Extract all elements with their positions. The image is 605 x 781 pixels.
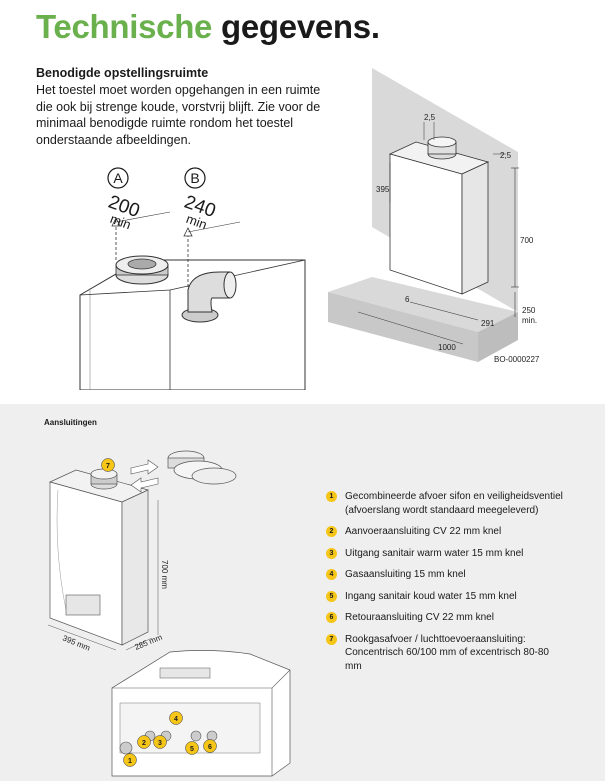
dim-side-gap: 2,5: [500, 151, 512, 160]
label-a: A: [113, 170, 123, 186]
legend-item: 7 Rookgasafvoer / luchttoevoeraansluiting…: [326, 633, 566, 674]
flue-a-icon: [115, 255, 169, 285]
legend-badge-2: 2: [326, 526, 337, 537]
callout-2: 2: [142, 740, 146, 747]
callout-4: 4: [174, 716, 178, 723]
legend-badge-5: 5: [326, 590, 337, 602]
legend-badge-7: 7: [326, 633, 337, 645]
connections-title: Aansluitingen: [44, 418, 97, 427]
page-title: Technische gegevens.: [36, 8, 380, 46]
dim-below-height-unit: min.: [522, 316, 537, 325]
legend-item: 6 Retouraansluiting CV 22 mm knel: [326, 611, 566, 625]
title-part-2: gegevens.: [221, 8, 380, 45]
legend-badge-3: 3: [326, 547, 337, 559]
legend-item: 5 Ingang sanitair koud water 15 mm knel: [326, 590, 566, 604]
callout-6: 6: [208, 744, 212, 751]
legend-text-6: Retouraansluiting CV 22 mm knel: [345, 612, 494, 623]
legend-text-5: Ingang sanitair koud water 15 mm knel: [345, 590, 517, 602]
legend-badge-6: 6: [326, 612, 337, 623]
clearance-diagram: A B 200 min 240 min: [79, 167, 306, 390]
callout-3: 3: [158, 740, 162, 747]
intro-paragraph: Het toestel moet worden opgehangen in ee…: [36, 83, 321, 147]
flue-adapter-icon: [167, 450, 237, 485]
legend-text-7: Rookgasafvoer / luchttoevoeraansluiting:…: [345, 633, 549, 672]
dim-below-height: 250: [522, 306, 536, 315]
legend-text-2: Aanvoeraansluiting CV 22 mm knel: [345, 526, 502, 537]
connections-legend: 1 Gecombineerde afvoer sifon en veilighei…: [326, 490, 566, 681]
callout-1: 1: [128, 758, 132, 765]
dim-floor-width: 1000: [438, 343, 456, 352]
dim-depth: 395: [376, 185, 390, 194]
dim-below-depth: 291: [481, 319, 495, 328]
flue-b-icon: [181, 271, 237, 323]
boiler-connections-diagram: 7 700 mm 395 mm 285 mm: [47, 450, 237, 653]
section-heading: Benodigde opstellingsruimte: [36, 66, 209, 80]
dim-height-mm: 700 mm: [160, 560, 169, 589]
label-b: B: [190, 170, 199, 186]
dim-top-gap: 2,5: [424, 113, 436, 122]
dim-width-mm: 395 mm: [61, 634, 91, 653]
arrow-left-icon: [130, 477, 159, 493]
legend-text-3: Uitgang sanitair warm water 15 mm knel: [345, 547, 524, 559]
clearance-b-unit: min: [184, 211, 209, 232]
callout-5: 5: [190, 746, 194, 753]
boiler-bottom-connections-diagram: 1 2 3 4 5 6: [111, 650, 291, 777]
arrow-right-icon: [130, 459, 159, 475]
drawing-reference: BO-0000227: [494, 355, 540, 364]
legend-text-1: Gecombineerde afvoer sifon en veiligheid…: [345, 491, 563, 516]
clearance-a-unit: min: [108, 211, 133, 232]
legend-badge-4: 4: [326, 569, 337, 580]
legend-item: 1 Gecombineerde afvoer sifon en veilighei…: [326, 490, 566, 517]
room-dimension-diagram: 2,5 2,5 395 700 6 291 250 min. 1000 BO-0…: [328, 68, 540, 364]
legend-item: 4 Gasaansluiting 15 mm knel: [326, 568, 566, 582]
dim-height: 700: [520, 236, 534, 245]
legend-item: 2 Aanvoeraansluiting CV 22 mm knel: [326, 525, 566, 539]
title-part-1: Technische: [36, 8, 213, 45]
legend-item: 3 Uitgang sanitair warm water 15 mm knel: [326, 547, 566, 561]
callout-7: 7: [106, 463, 110, 470]
dim-wall-gap: 6: [405, 295, 410, 304]
legend-text-4: Gasaansluiting 15 mm knel: [345, 569, 466, 580]
legend-badge-1: 1: [326, 491, 337, 502]
